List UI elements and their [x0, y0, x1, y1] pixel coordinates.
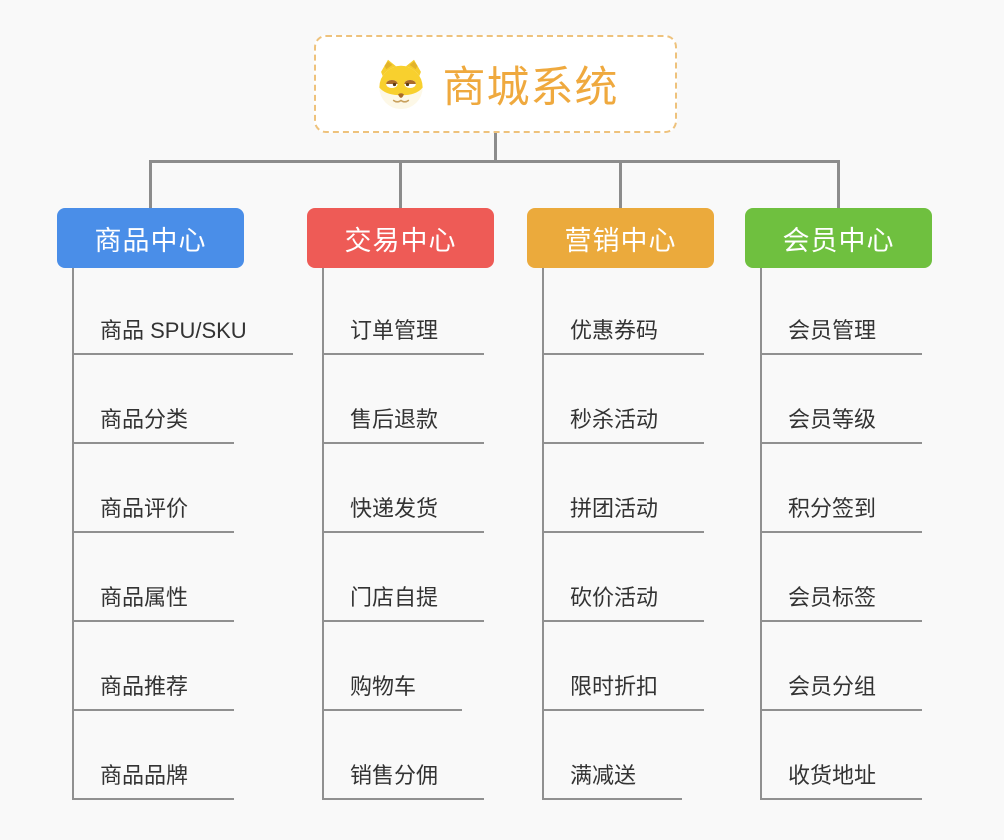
leaf-topic[interactable]: 限时折扣 [544, 671, 705, 711]
root-topic[interactable]: 商城系统 [314, 35, 677, 133]
branch-product-center[interactable]: 商品中心 [57, 208, 244, 268]
root-topic-title: 商城系统 [442, 64, 619, 112]
leaf-topic[interactable]: 门店自提 [324, 582, 485, 622]
leaf-topic[interactable]: 商品 SPU/SKU [74, 315, 293, 355]
leaf-topic[interactable]: 优惠券码 [544, 315, 705, 355]
branch-connector-drop [399, 160, 402, 208]
leaf-topic[interactable]: 商品评价 [74, 493, 235, 533]
branch-member-children: 会员管理 会员等级 积分签到 会员标签 会员分组 收货地址 [760, 268, 992, 800]
leaf-topic[interactable]: 订单管理 [324, 315, 485, 355]
leaf-topic[interactable]: 售后退款 [324, 404, 485, 444]
branch-product-children: 商品 SPU/SKU 商品分类 商品评价 商品属性 商品推荐 商品品牌 [72, 268, 304, 800]
leaf-topic[interactable]: 积分签到 [762, 493, 923, 533]
leaf-topic[interactable]: 砍价活动 [544, 582, 705, 622]
leaf-topic[interactable]: 拼团活动 [544, 493, 705, 533]
leaf-topic[interactable]: 会员管理 [762, 315, 923, 355]
leaf-topic[interactable]: 满减送 [544, 760, 683, 800]
leaf-topic[interactable]: 秒杀活动 [544, 404, 705, 444]
branch-member-center[interactable]: 会员中心 [745, 208, 932, 268]
leaf-topic[interactable]: 收货地址 [762, 760, 923, 800]
root-connector-stub [494, 133, 497, 162]
branch-connector-drop [149, 160, 152, 208]
leaf-topic[interactable]: 快递发货 [324, 493, 485, 533]
branch-connector-bar [149, 160, 840, 163]
leaf-topic[interactable]: 会员标签 [762, 582, 923, 622]
branch-trade-center[interactable]: 交易中心 [307, 208, 494, 268]
leaf-topic[interactable]: 购物车 [324, 671, 463, 711]
branch-connector-drop [837, 160, 840, 208]
leaf-topic[interactable]: 商品推荐 [74, 671, 235, 711]
dog-face-icon [378, 59, 423, 110]
leaf-topic[interactable]: 商品分类 [74, 404, 235, 444]
leaf-topic[interactable]: 商品属性 [74, 582, 235, 622]
branch-marketing-center[interactable]: 营销中心 [527, 208, 714, 268]
leaf-topic[interactable]: 销售分佣 [324, 760, 485, 800]
branch-marketing-children: 优惠券码 秒杀活动 拼团活动 砍价活动 限时折扣 满减送 [542, 268, 774, 800]
branch-connector-drop [619, 160, 622, 208]
leaf-topic[interactable]: 商品品牌 [74, 760, 235, 800]
leaf-topic[interactable]: 会员分组 [762, 671, 923, 711]
leaf-topic[interactable]: 会员等级 [762, 404, 923, 444]
branch-trade-children: 订单管理 售后退款 快递发货 门店自提 购物车 销售分佣 [322, 268, 554, 800]
